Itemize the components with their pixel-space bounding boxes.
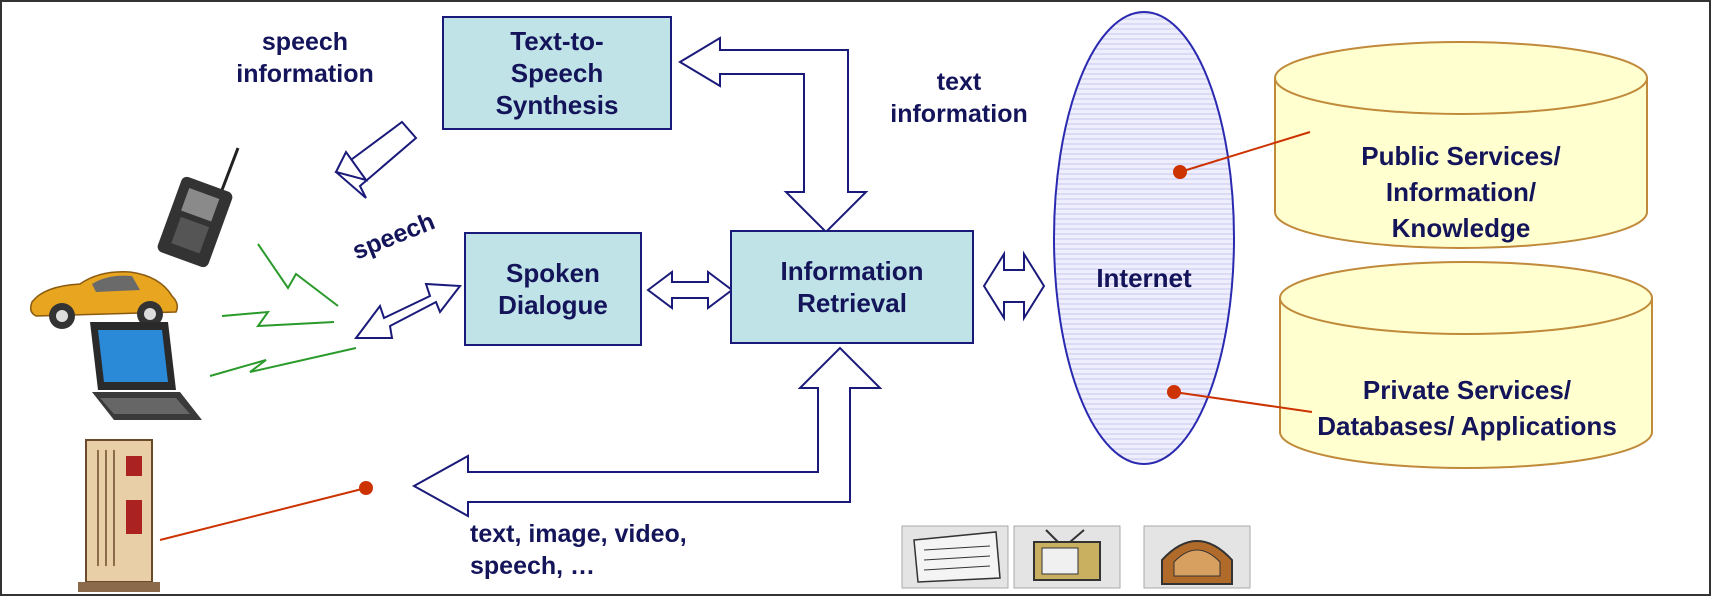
- kiosk-terminal-icon: [78, 439, 160, 592]
- speech-arrow: [354, 282, 462, 339]
- speech-information-label: speech information: [236, 28, 374, 88]
- television-icon: [1013, 525, 1121, 589]
- private-connector: [1167, 385, 1313, 413]
- laptop-icon: [90, 322, 202, 420]
- internet-ellipse: [1053, 11, 1235, 465]
- spoken-dialogue-box: Spoken Dialogue: [464, 232, 642, 346]
- public-services-label: Public Services/ Information/ Knowledge: [1361, 141, 1561, 243]
- wireless-signal-car: [221, 310, 335, 328]
- wireless-signal-phone: [257, 243, 339, 307]
- radio-icon: [1143, 525, 1251, 589]
- car-icon: [29, 271, 179, 329]
- information-retrieval-box: Information Retrieval: [730, 230, 974, 344]
- wireless-signal-laptop: [209, 347, 357, 377]
- retrieval-internet-arrow: [982, 250, 1046, 322]
- output-media-label: text, image, video, speech, …: [470, 520, 687, 580]
- kiosk-connector: [159, 481, 373, 541]
- newspaper-icon: [901, 525, 1009, 589]
- public-services-cylinder: [1274, 41, 1648, 249]
- text-to-speech-box: Text-to- Speech Synthesis: [442, 16, 672, 130]
- public-connector: [1173, 131, 1311, 179]
- private-services-label: Private Services/ Databases/ Application…: [1317, 375, 1617, 441]
- output-media-arrow: [411, 346, 883, 518]
- private-services-cylinder: [1279, 261, 1653, 469]
- internet-label: Internet: [1096, 263, 1192, 293]
- text-information-label: text information: [890, 68, 1028, 128]
- mobile-phone-icon: [157, 147, 240, 268]
- dialogue-retrieval-arrow: [646, 270, 734, 310]
- tts-retrieval-arrow: [678, 36, 869, 234]
